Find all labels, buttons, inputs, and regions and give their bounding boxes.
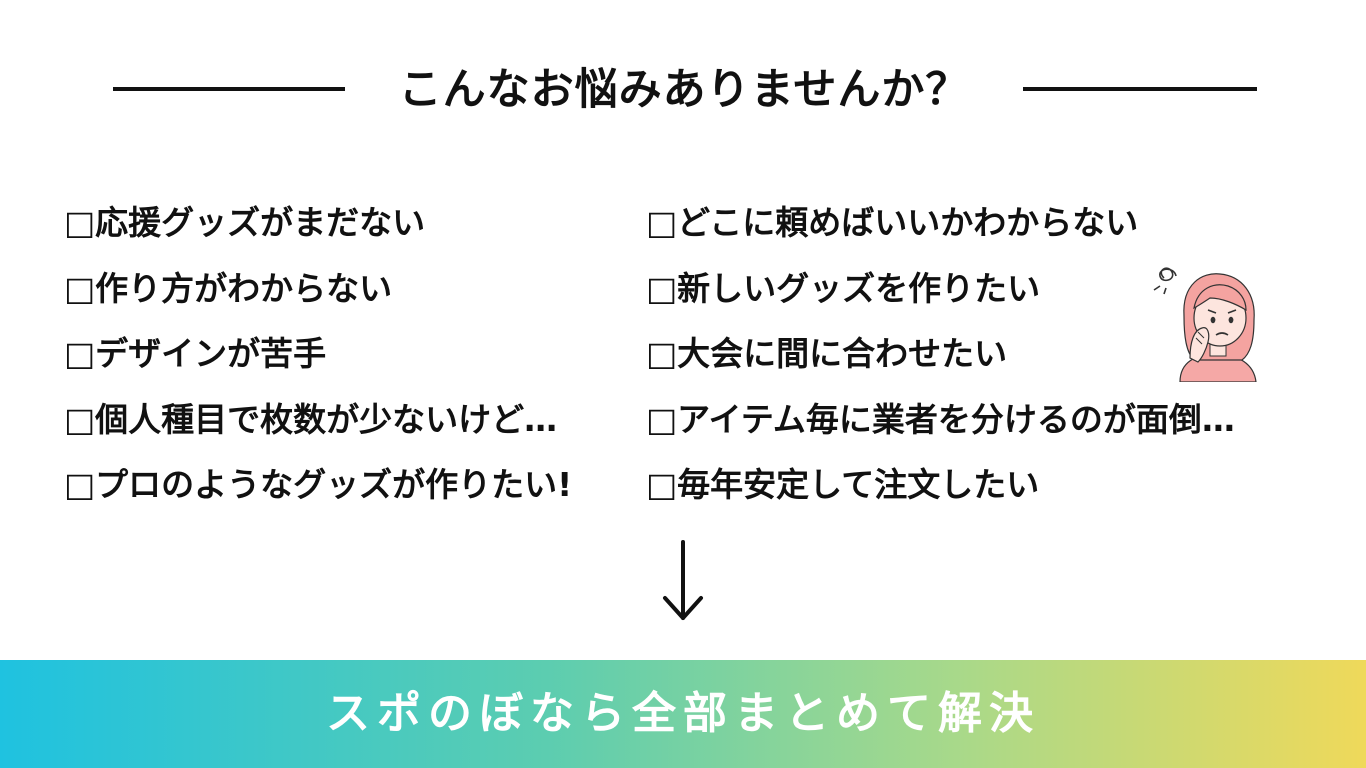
concern-item: □応援グッズがまだない	[64, 203, 426, 242]
concern-list-left: □応援グッズがまだない □作り方がわからない □デザインが苦手 □個人種目で枚数…	[64, 190, 644, 518]
heading-rule-left	[113, 87, 345, 91]
solution-banner: スポのぼなら全部まとめて解決	[0, 660, 1366, 768]
concern-item: □作り方がわからない	[64, 268, 393, 308]
page-title: こんなお悩みありませんか？	[398, 65, 970, 115]
worried-woman-icon	[1153, 267, 1257, 382]
concern-item: □新しいグッズを作りたい	[646, 268, 1041, 308]
arrow-down-icon	[663, 540, 703, 620]
concern-item: □個人種目で枚数が少ないけど…	[64, 399, 558, 439]
concern-item: □プロのようなグッズが作りたい!	[64, 465, 573, 504]
concern-item: □大会に間に合わせたい	[646, 334, 1008, 373]
banner-text: スポのぼなら全部まとめて解決	[326, 688, 1040, 739]
concern-item: □デザインが苦手	[64, 334, 327, 373]
heading-rule-right	[1023, 87, 1257, 91]
heading-row: こんなお悩みありませんか？	[0, 58, 1366, 122]
concern-item: □毎年安定して注文したい	[646, 465, 1040, 504]
concern-list-right: □どこに頼めばいいかわからない □新しいグッズを作りたい □大会に間に合わせたい…	[646, 190, 1306, 518]
concern-item: □アイテム毎に業者を分けるのが面倒…	[646, 399, 1235, 439]
concern-item: □どこに頼めばいいかわからない	[646, 203, 1139, 242]
